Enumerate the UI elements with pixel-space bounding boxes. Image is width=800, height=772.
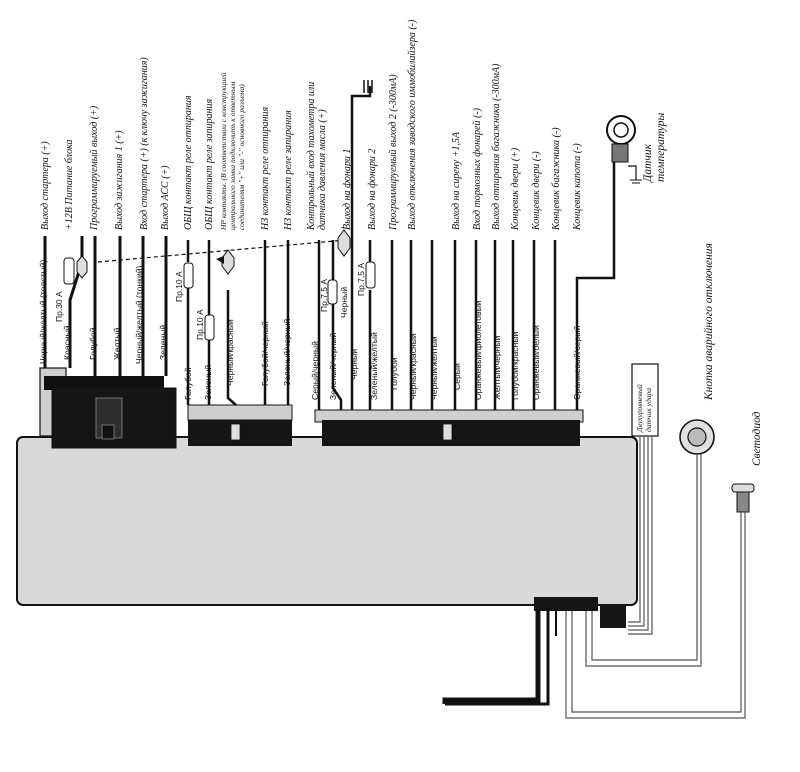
- connector-3: [314, 409, 584, 446]
- fn-label: +12В Питание блока: [64, 139, 75, 230]
- fuse-30a: [63, 255, 88, 285]
- minus-label: -: [341, 222, 344, 233]
- fn-label: Концевик капота (-): [572, 143, 583, 231]
- fn-label: НЗ контакт реле запирания: [283, 110, 294, 231]
- ground-symbol: [363, 80, 373, 93]
- fn-label: Концевик двери (+): [510, 147, 521, 231]
- emergency-button-label: Кнопка аварийного отключения: [702, 243, 715, 401]
- fn-label: Выход на фонари 1: [342, 149, 353, 230]
- fn-label: ОБЩ контакт реле запирания: [204, 98, 215, 230]
- wire-color-label: Голубой: [88, 327, 98, 360]
- led-label: Светодиод: [751, 411, 763, 466]
- fn-label: Выход зажигания 1 (+): [114, 130, 125, 230]
- wire-color-label: Красный: [62, 325, 72, 360]
- wires-connector-1: [43, 236, 168, 376]
- fuse-label: Пр.7,5 А: [356, 263, 366, 296]
- wire-color-label: Голубой/красный: [510, 331, 520, 400]
- wire-color-label: Черный/желтый: [429, 336, 439, 400]
- wire-color-label: Серый/черный: [310, 341, 320, 400]
- fn-label: Выход на сирену +1,5А: [451, 131, 462, 230]
- fuses-10a: [183, 262, 215, 341]
- emergency-button: [585, 419, 715, 667]
- fuse-label: Пр.10 А: [174, 271, 184, 302]
- tach-input-label: Контрольный вход тахометра или датчика д…: [306, 79, 328, 231]
- wire-color-label: Голубой: [183, 367, 193, 400]
- wire-color-label: Черный/красный: [225, 319, 235, 386]
- fn-label: ОБЩ контакт реле отпирания: [183, 95, 194, 230]
- fn-label: Выход отключения заводского иммобилайзер…: [407, 19, 418, 230]
- shock-sensor-label: Двухуровневый датчик удара: [635, 382, 653, 433]
- wire-color-label: Оранжевый/фиолетовый: [473, 300, 483, 400]
- fn-label: Программируемый выход (+): [89, 105, 100, 231]
- fn-label: Выход отпирания багажника (-300мА): [491, 63, 502, 230]
- fn-label: Выход на фонари 2: [367, 149, 378, 230]
- wire-color-label: Оранжевый/белый: [531, 325, 541, 400]
- lock-nr-connector: [221, 249, 235, 275]
- fn-label: Программируемый выход 2 (-300мА): [388, 74, 399, 231]
- wire-color-label: Черный/желтый (тонкий): [134, 265, 144, 364]
- alarm-unit-body: [16, 436, 638, 606]
- fuse-label: Пр.7,5 А: [319, 279, 329, 312]
- wire-color-label: Черный/желтый (толстый): [38, 260, 48, 364]
- fn-label: Вход стартера (+) (к ключу зажигания): [139, 57, 150, 230]
- nr-contacts-label: НР контакты. (В соответствии с конструкц…: [219, 71, 246, 231]
- bottom-connectors: [442, 597, 626, 706]
- temperature-sensor: [606, 115, 642, 184]
- wire-color-label: Зеленый/черный: [282, 318, 292, 386]
- fn-label: Концевик багажника (-): [551, 127, 562, 231]
- connector-1: [39, 367, 177, 449]
- fn-label: Выход стартера (+): [40, 141, 51, 230]
- wire-color-label: Черный: [349, 349, 359, 380]
- wires-connector-3: [317, 86, 616, 410]
- temperature-sensor-label: Датчик температуры: [642, 112, 667, 183]
- wire-color-label: Желтый: [112, 328, 122, 360]
- wire-color-label: Серый: [452, 363, 462, 390]
- led: [565, 483, 755, 719]
- wires-connector-2: [186, 240, 290, 406]
- fn-label: НЗ контакт реле отпирания: [260, 107, 271, 231]
- wire-color-label: Оранжевый/серый: [572, 326, 582, 400]
- wire-color-label: Зеленый: [158, 325, 168, 360]
- dashed-arrow: [216, 256, 224, 264]
- wire-color-label: Черный/красный: [408, 333, 418, 400]
- wire-color-label: Желтый/черный: [492, 335, 502, 400]
- fn-label: Концевик двери (-): [531, 151, 542, 231]
- wire-color-label: Зеленый/желтый: [369, 332, 379, 400]
- wire-color-label: Зеленый/черный: [328, 332, 338, 400]
- fuse-label: Пр.10 А: [195, 309, 205, 340]
- connector-2: [187, 404, 293, 446]
- fuse-label: Пр.30 А: [54, 291, 64, 322]
- wire-color-label: Зеленый: [203, 365, 213, 400]
- fuses-7-5a: [327, 229, 376, 305]
- fn-label: Вход тормозных фонарей (-): [472, 107, 483, 230]
- wire-color-label: Голубой: [389, 357, 399, 390]
- fn-label: Выход АСС (+): [160, 165, 171, 230]
- wire-color-label: Голубой/черный: [260, 321, 270, 386]
- shock-sensor: [628, 363, 659, 635]
- ground-wire-label: Черный: [339, 287, 349, 318]
